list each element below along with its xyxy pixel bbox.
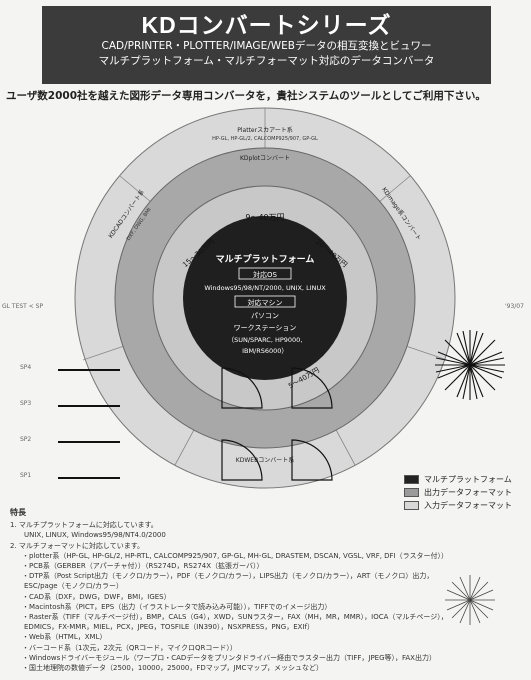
overlay-test-label: GL TEST < SP — [2, 303, 44, 310]
starburst-small — [445, 575, 495, 625]
machine-models-1: （SUN/SPARC, HP9000, — [228, 336, 303, 344]
overlay-sp1-label: SP1 — [20, 472, 32, 479]
feature-line: ・plotter系（HP-GL, HP-GL/2, HP-RTL, CALCOM… — [22, 551, 449, 560]
center-title: マルチプラットフォーム — [216, 253, 315, 265]
legend-label-platform: マルチプラットフォーム — [424, 475, 512, 484]
legend-item-platform: マルチプラットフォーム — [404, 473, 512, 486]
overlay-line-2 — [58, 405, 120, 407]
os-label-box — [238, 267, 292, 280]
feature-line: EDMICS，FX-MMR，MIEL，PCX，JPEG，TOSFILE（IN39… — [24, 623, 314, 632]
tagline: ユーザ数2000社を越えた図形データ専用コンバータを，貴社システムのツールとして… — [6, 90, 486, 102]
legend-swatch-platform — [404, 475, 419, 484]
feature-line: ・バーコード系（1次元，2次元（QRコード，マイクロQRコード）） — [22, 643, 237, 652]
machine-label: 対応マシン — [248, 298, 283, 307]
features-title: 特長 — [10, 508, 26, 517]
feature-line: ・Web系（HTML，XML） — [22, 633, 107, 642]
feature-line: ・CAD系（DXF，DWG，DWF，BMI，IGES） — [22, 592, 171, 601]
legend-item-output: 出力データフォーマット — [404, 486, 512, 499]
feature-line: ・Macintosh系（PICT，EPS（出力（イラストレータで読み込み可能））… — [22, 602, 332, 611]
ring-label-top: 9～40万円 — [245, 213, 284, 222]
page-title: KDコンバートシリーズ — [141, 12, 392, 38]
legend-label-output: 出力データフォーマット — [424, 488, 512, 497]
overlay-line-4 — [58, 477, 120, 479]
feature-line: ・Windowsドライバーモジュール（ワープロ・CADデータをプリンタドライバー… — [22, 653, 436, 662]
feature-line: UNIX, LINUX, Windows95/98/NT4.0/2000 — [24, 531, 166, 540]
feature-line: ・PCB系（GERBER（アパーチャ付））（RS274D，RS274X（拡張ガー… — [22, 562, 264, 571]
feature-line: ・国土地理院の数値データ（2500，10000，25000，FDマップ，JMCマ… — [22, 664, 324, 673]
legend-item-input: 入力データフォーマット — [404, 499, 512, 512]
subtitle-line-2: マルチプラットフォーム・マルチフォーマット対応のデータコンバータ — [98, 55, 435, 67]
overlay-line-1 — [58, 369, 120, 371]
segment-kdplot-label: KDplotコンバート — [240, 155, 290, 162]
legend-label-input: 入力データフォーマット — [424, 501, 512, 510]
machine-pc: パソコン — [251, 312, 279, 320]
segment-plotter-list: HP-GL, HP-GL/2, CALCOMP925/907, GP-GL — [212, 136, 318, 142]
overlay-sp3-label: SP3 — [20, 400, 32, 407]
machine-workstation: ワークステーション — [234, 324, 297, 332]
overlay-date-label: '93/07 — [505, 303, 524, 310]
feature-line: ESC/page（モノクロ/カラー） — [24, 582, 123, 591]
os-label: 対応OS — [253, 270, 278, 279]
feature-line: ・Raster系（TIFF（マルチページ付），BMP，CALS（G4），XWD，… — [22, 613, 448, 622]
os-list: Windows95/98/NT/2000, UNIX, LINUX — [204, 284, 326, 292]
machine-models-2: IBM/RS6000） — [242, 347, 288, 355]
features-section: 特長 1. マルチプラットフォームに対応しています。UNIX, LINUX, W… — [10, 508, 525, 673]
feature-line: 2. マルチフォーマットに対応しています。 — [10, 541, 144, 550]
test-pattern-arcs — [221, 367, 333, 481]
overlay-sp2-label: SP2 — [20, 436, 32, 443]
starburst-pattern — [435, 330, 505, 400]
overlay-sp4-label: SP4 — [20, 364, 32, 371]
machine-label-box — [234, 295, 296, 308]
segment-plotter-label: Platterスカアート系 — [237, 126, 292, 134]
legend-swatch-input — [404, 501, 419, 510]
segment-web-label: KDWEBコンバート系 — [236, 456, 294, 464]
legend: マルチプラットフォーム 出力データフォーマット 入力データフォーマット — [404, 473, 512, 512]
legend-swatch-output — [404, 488, 419, 497]
feature-line: ・DTP系（Post Script出力（モノクロ/カラー），PDF（モノクロ/カ… — [22, 572, 434, 581]
feature-line: 1. マルチプラットフォームに対応しています。 — [10, 521, 158, 530]
title-banner: KDコンバートシリーズ CAD/PRINTER・PLOTTER/IMAGE/WE… — [42, 6, 491, 84]
features-list: 1. マルチプラットフォームに対応しています。UNIX, LINUX, Wind… — [10, 520, 525, 673]
overlay-line-3 — [58, 441, 120, 443]
subtitle-line-1: CAD/PRINTER・PLOTTER/IMAGE/WEBデータの相互変換とビュ… — [101, 40, 432, 52]
center-disc — [183, 216, 347, 380]
